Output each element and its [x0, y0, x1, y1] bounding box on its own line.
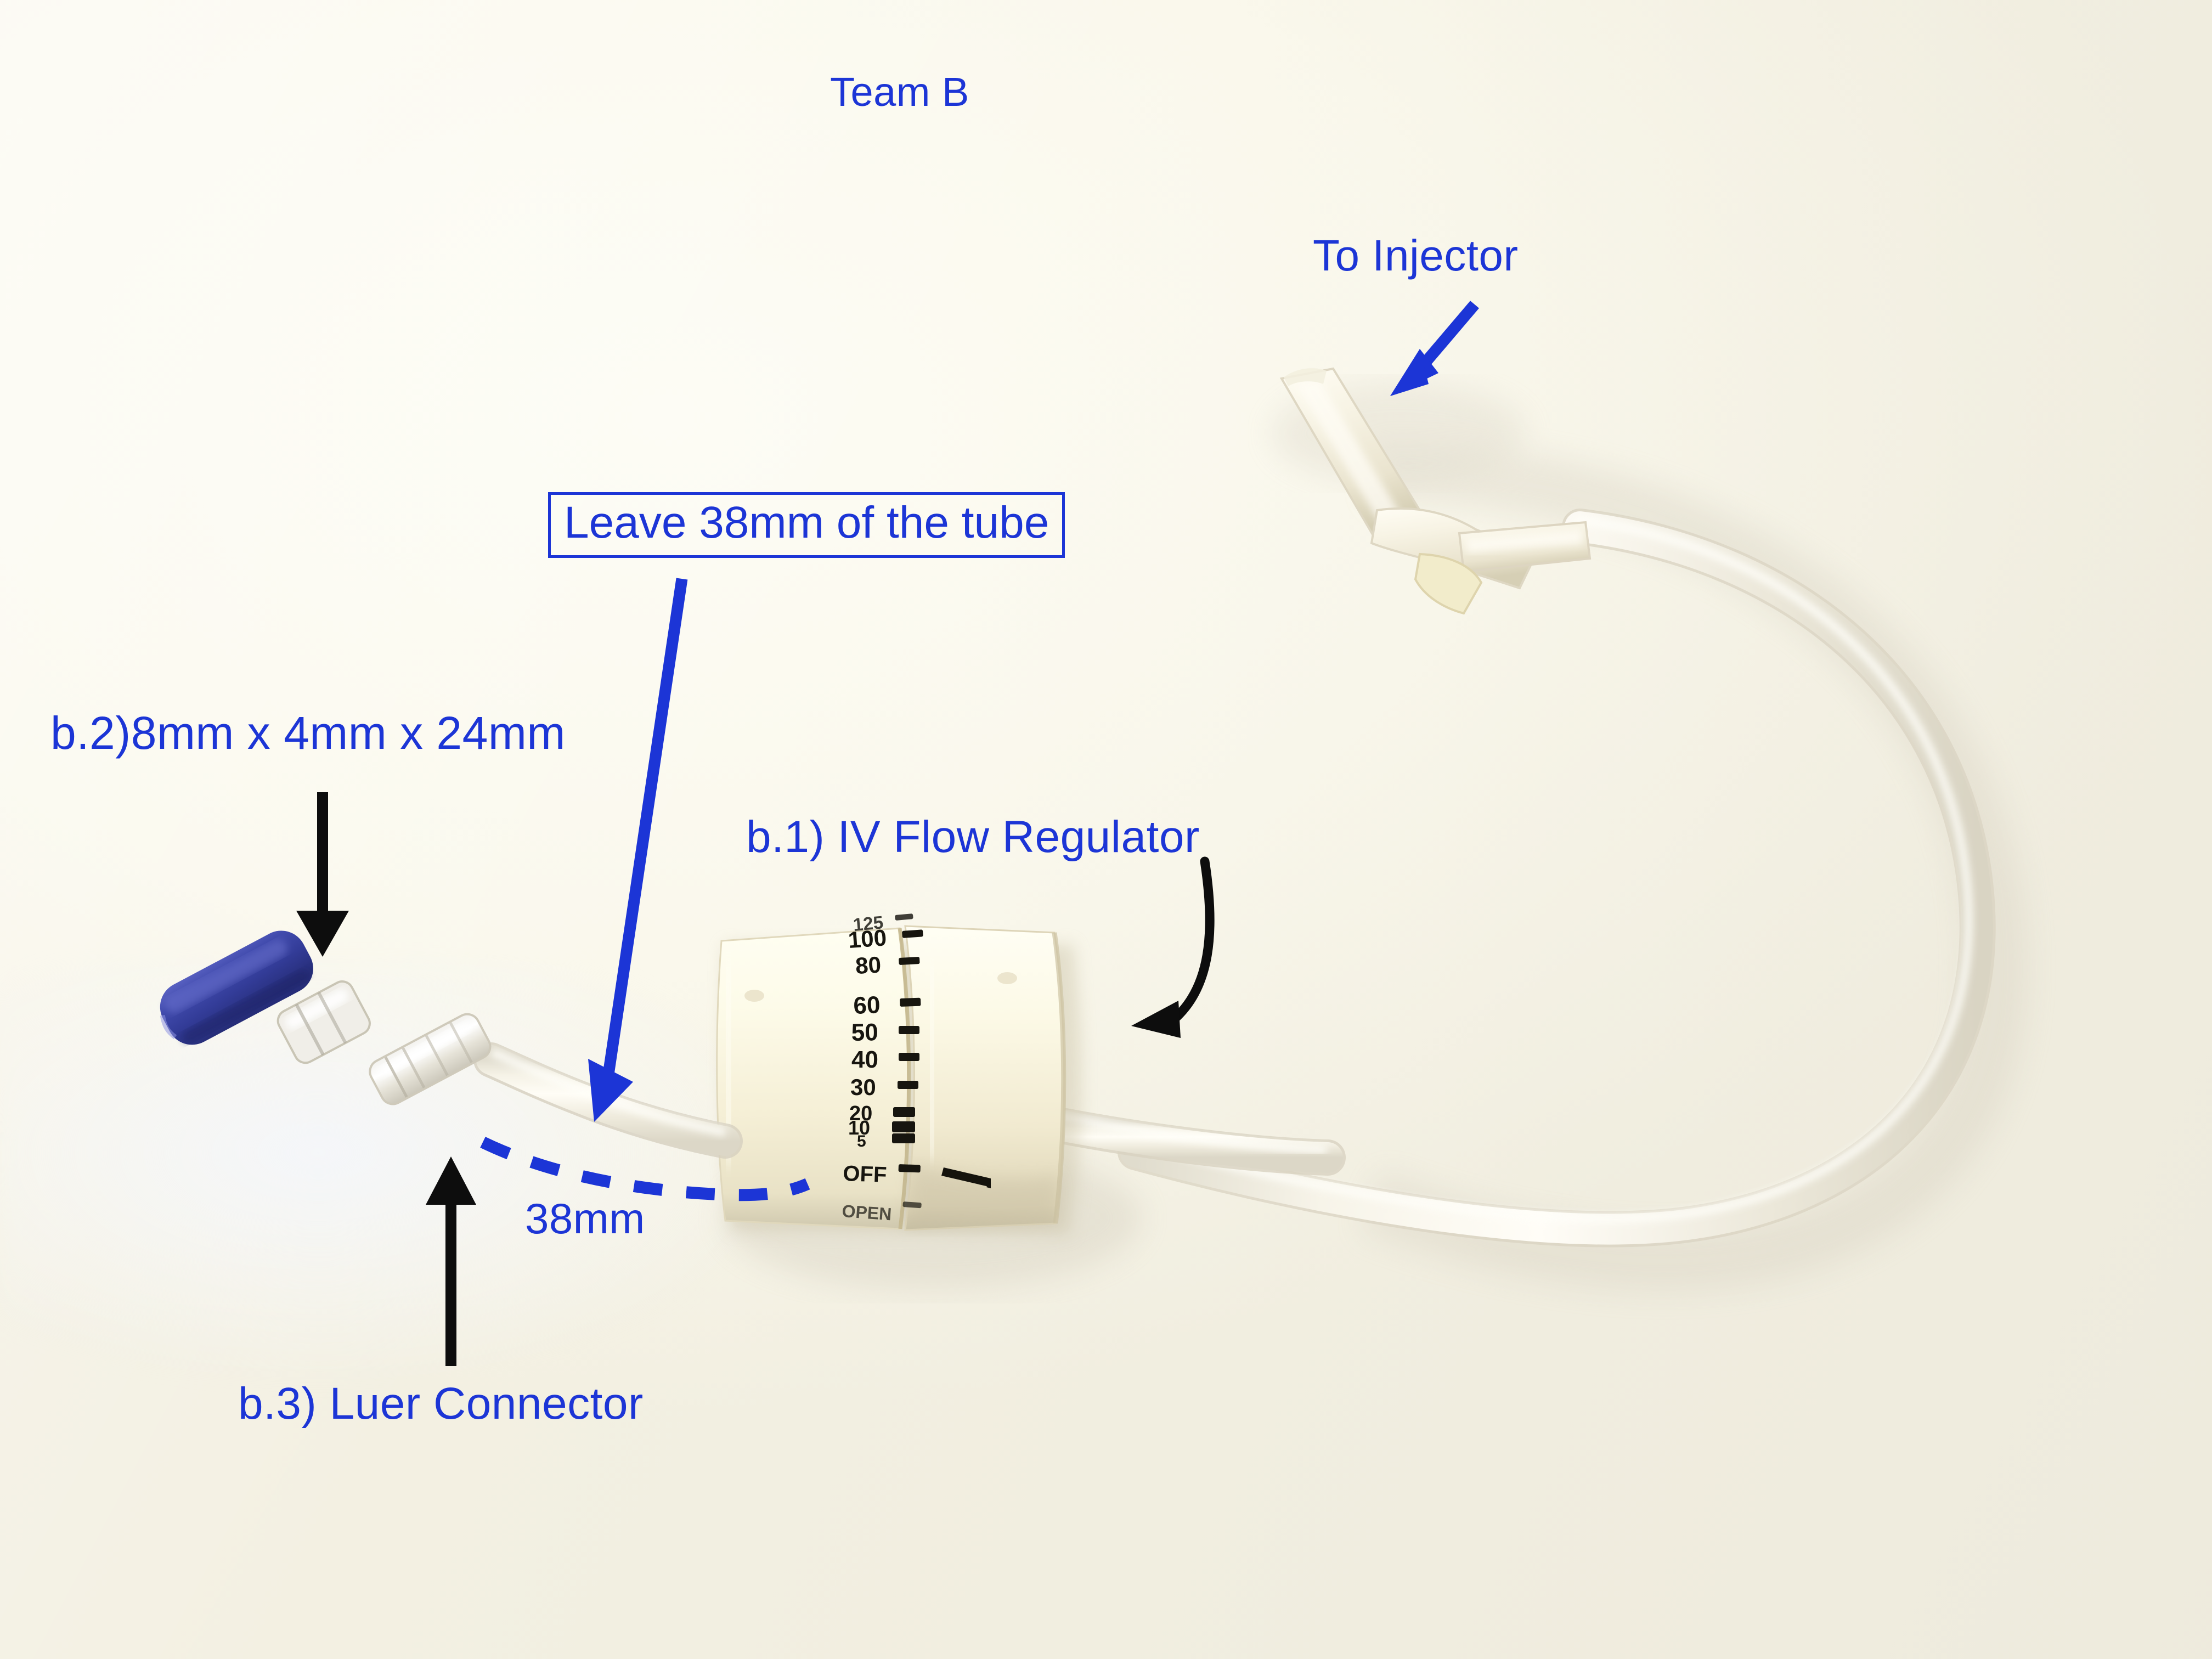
iv-tube-loop: [1118, 509, 1996, 1248]
measure-dashed-line: [480, 1137, 810, 1201]
iv-flow-regulator[interactable]: 125 100 80 60 50: [715, 912, 1081, 1235]
tube-38mm-segment: [473, 1042, 743, 1159]
svg-text:30: 30: [850, 1074, 876, 1100]
svg-text:50: 50: [851, 1019, 878, 1046]
dimensions-arrow: [296, 792, 349, 957]
scale-tick-40: 40: [851, 1046, 919, 1073]
svg-text:40: 40: [851, 1046, 878, 1073]
regulator-scale: 125 100 80 60 50: [842, 912, 923, 1224]
injector-spike: [1279, 367, 1592, 615]
svg-text:20: 20: [849, 1102, 872, 1125]
label-luer-connector: b.3) Luer Connector: [238, 1379, 644, 1429]
to-injector-arrow: [1390, 301, 1479, 396]
callout-leave-tube: Leave 38mm of the tube: [548, 492, 1065, 558]
leave-tube-arrow: [588, 578, 688, 1122]
scale-tick-off: OFF: [843, 1161, 921, 1187]
svg-text:60: 60: [853, 991, 881, 1019]
svg-text:80: 80: [855, 952, 882, 979]
svg-text:OPEN: OPEN: [842, 1201, 893, 1224]
label-38mm: 38mm: [525, 1194, 645, 1243]
scale-tick-60: 60: [853, 991, 921, 1019]
regulator-indicator-mark: [941, 1167, 991, 1188]
scale-tick-5: 5: [857, 1132, 915, 1150]
scale-tick-20: 20: [849, 1102, 915, 1125]
label-iv-flow-regulator: b.1) IV Flow Regulator: [746, 812, 1200, 862]
regulator-arrow: [1131, 856, 1215, 1038]
scale-tick-80: 80: [855, 952, 920, 979]
svg-text:5: 5: [857, 1132, 866, 1150]
svg-text:OFF: OFF: [843, 1161, 887, 1187]
svg-text:100: 100: [847, 924, 887, 953]
label-dimensions: b.2)8mm x 4mm x 24mm: [50, 707, 566, 759]
blue-luer-cap[interactable]: [150, 922, 322, 1054]
scale-tick-open: OPEN: [842, 1201, 922, 1224]
svg-text:10: 10: [848, 1116, 870, 1139]
scale-tick-50: 50: [851, 1019, 919, 1046]
scale-tick-125: 125: [852, 912, 913, 935]
svg-text:125: 125: [852, 912, 884, 935]
luer-arrow: [426, 1156, 476, 1366]
label-to-injector: To Injector: [1313, 231, 1519, 280]
scale-tick-100: 100: [847, 924, 923, 953]
scale-tick-10: 10: [848, 1116, 915, 1139]
tube-outlet-segment: [1024, 1104, 1346, 1176]
label-team: Team B: [830, 69, 969, 115]
luer-connector[interactable]: [274, 978, 495, 1108]
paper-cool-highlight: [0, 960, 795, 1388]
scale-tick-30: 30: [850, 1074, 918, 1100]
